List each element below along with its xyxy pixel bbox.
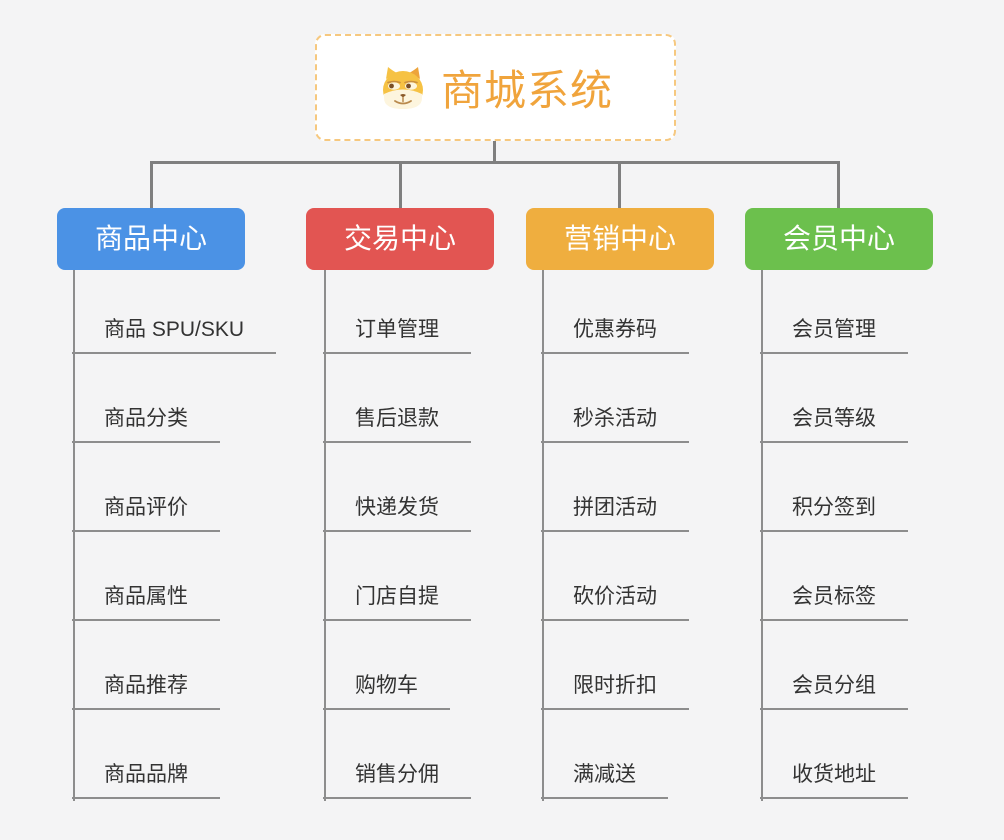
connector-spine bbox=[150, 161, 840, 164]
leaf-member-group[interactable]: 会员分组 bbox=[760, 674, 908, 710]
leaf-group-buy[interactable]: 拼团活动 bbox=[541, 496, 689, 532]
leaf-product-review[interactable]: 商品评价 bbox=[72, 496, 220, 532]
leaf-shipping-address[interactable]: 收货地址 bbox=[760, 763, 908, 799]
branch-marketing-center[interactable]: 营销中心 bbox=[526, 208, 714, 270]
leaf-sales-commission[interactable]: 销售分佣 bbox=[323, 763, 471, 799]
connector-drop-trade bbox=[399, 161, 402, 208]
branch-trade-center[interactable]: 交易中心 bbox=[306, 208, 494, 270]
leaf-product-brand[interactable]: 商品品牌 bbox=[72, 763, 220, 799]
connector-drop-product bbox=[150, 161, 153, 208]
root-node[interactable]: 商城系统 bbox=[315, 34, 676, 141]
trunk-marketing bbox=[542, 270, 544, 801]
leaf-aftersale-refund[interactable]: 售后退款 bbox=[323, 407, 471, 443]
branch-product-center[interactable]: 商品中心 bbox=[57, 208, 245, 270]
leaf-product-category[interactable]: 商品分类 bbox=[72, 407, 220, 443]
leaf-product-recommend[interactable]: 商品推荐 bbox=[72, 674, 220, 710]
root-title: 商城系统 bbox=[440, 67, 613, 114]
trunk-trade bbox=[324, 270, 326, 801]
leaf-order-management[interactable]: 订单管理 bbox=[323, 318, 471, 354]
leaf-coupon-code[interactable]: 优惠券码 bbox=[541, 318, 689, 354]
branch-member-center[interactable]: 会员中心 bbox=[745, 208, 933, 270]
leaf-express-shipping[interactable]: 快递发货 bbox=[323, 496, 471, 532]
connector-drop-marketing bbox=[618, 161, 621, 208]
leaf-product-attribute[interactable]: 商品属性 bbox=[72, 585, 220, 621]
leaf-flash-sale[interactable]: 秒杀活动 bbox=[541, 407, 689, 443]
doge-icon bbox=[382, 66, 423, 109]
leaf-bargain-activity[interactable]: 砍价活动 bbox=[541, 585, 689, 621]
trunk-product bbox=[73, 270, 75, 801]
leaf-time-discount[interactable]: 限时折扣 bbox=[541, 674, 689, 710]
leaf-member-level[interactable]: 会员等级 bbox=[760, 407, 908, 443]
leaf-product-spu-sku[interactable]: 商品 SPU/SKU bbox=[72, 318, 277, 354]
leaf-shopping-cart[interactable]: 购物车 bbox=[323, 674, 450, 710]
leaf-member-management[interactable]: 会员管理 bbox=[760, 318, 908, 354]
trunk-member bbox=[761, 270, 763, 801]
connector-drop-member bbox=[837, 161, 840, 208]
leaf-spend-save[interactable]: 满减送 bbox=[541, 763, 668, 799]
connector-root-vertical bbox=[493, 141, 496, 164]
leaf-store-pickup[interactable]: 门店自提 bbox=[323, 585, 471, 621]
leaf-member-tag[interactable]: 会员标签 bbox=[760, 585, 908, 621]
leaf-points-checkin[interactable]: 积分签到 bbox=[760, 496, 908, 532]
